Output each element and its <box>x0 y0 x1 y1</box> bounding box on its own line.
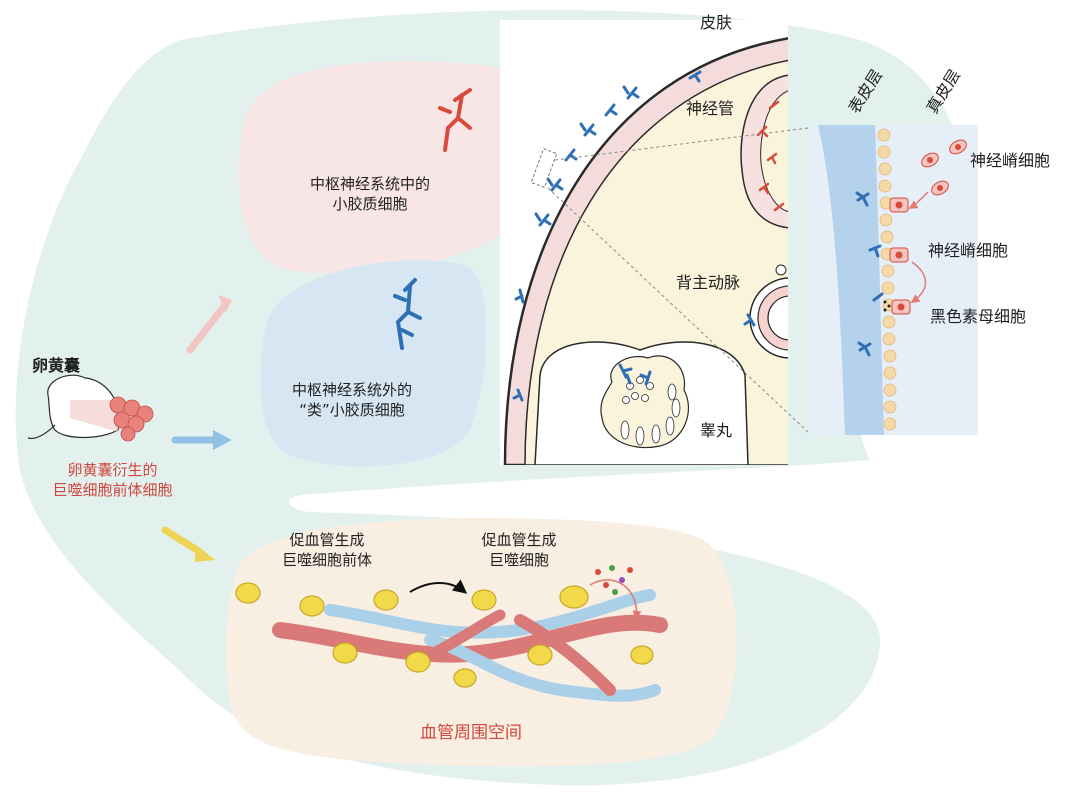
yellow-cells <box>235 582 654 688</box>
red-microglia-cell <box>438 88 472 152</box>
embryo-section <box>500 20 788 465</box>
perivascular-space-label: 血管周围空间 <box>420 723 522 743</box>
precursor-line2: 巨噬细胞前体 <box>281 551 372 570</box>
precursor-label: 促血管生成 巨噬细胞前体 <box>262 530 392 571</box>
non-cns-microglia-like-region <box>260 260 487 467</box>
transition-arrow <box>409 579 468 594</box>
yolk-sac-derived-line1: 卵黄囊衍生的 <box>67 461 158 479</box>
testis-label: 睾丸 <box>700 421 733 440</box>
neural-tube-label: 神经管 <box>686 99 735 118</box>
macrophage-line1: 促血管生成 <box>481 531 557 549</box>
blue-microglia-like-cell <box>393 278 422 350</box>
arrow-to-cns <box>186 301 229 354</box>
cns-microglia-region <box>238 60 550 274</box>
macrophage-label: 促血管生成 巨噬细胞 <box>454 530 584 571</box>
cns-microglia-line2: 小胶质细胞 <box>332 195 408 214</box>
neural-crest-label-top: 神经嵴细胞 <box>970 151 1051 170</box>
macrophage-line2: 巨噬细胞 <box>488 551 549 570</box>
yolk-sac-derived-line2: 巨噬细胞前体细胞 <box>52 481 173 500</box>
skin-label: 皮肤 <box>700 13 733 32</box>
cns-microglia-label: 中枢神经系统中的 小胶质细胞 <box>290 174 450 215</box>
cns-microglia-line1: 中枢神经系统中的 <box>309 175 430 193</box>
secreted-factors <box>589 565 642 620</box>
yolk-sac-derived-label: 卵黄囊衍生的 巨噬细胞前体细胞 <box>25 460 200 501</box>
skin-inset <box>808 125 978 435</box>
dorsal-aorta-label: 背主动脉 <box>676 273 741 292</box>
arrow-to-perivascular <box>161 526 204 556</box>
non-cns-microglia-like-line1: 中枢神经系统外的 <box>291 381 412 399</box>
yolk-sac-title: 卵黄囊 <box>32 356 81 375</box>
neural-crest-label-mid: 神经嵴细胞 <box>928 241 1009 260</box>
precursor-line1: 促血管生成 <box>289 531 365 549</box>
non-cns-microglia-like-label: 中枢神经系统外的 “类”小胶质细胞 <box>272 380 432 421</box>
blood-vessels <box>272 589 668 702</box>
yolk-sac-illustration <box>27 374 154 442</box>
melanoblasts-label: 黑色素母细胞 <box>930 307 1027 326</box>
non-cns-microglia-like-line2: “类”小胶质细胞 <box>299 401 405 420</box>
